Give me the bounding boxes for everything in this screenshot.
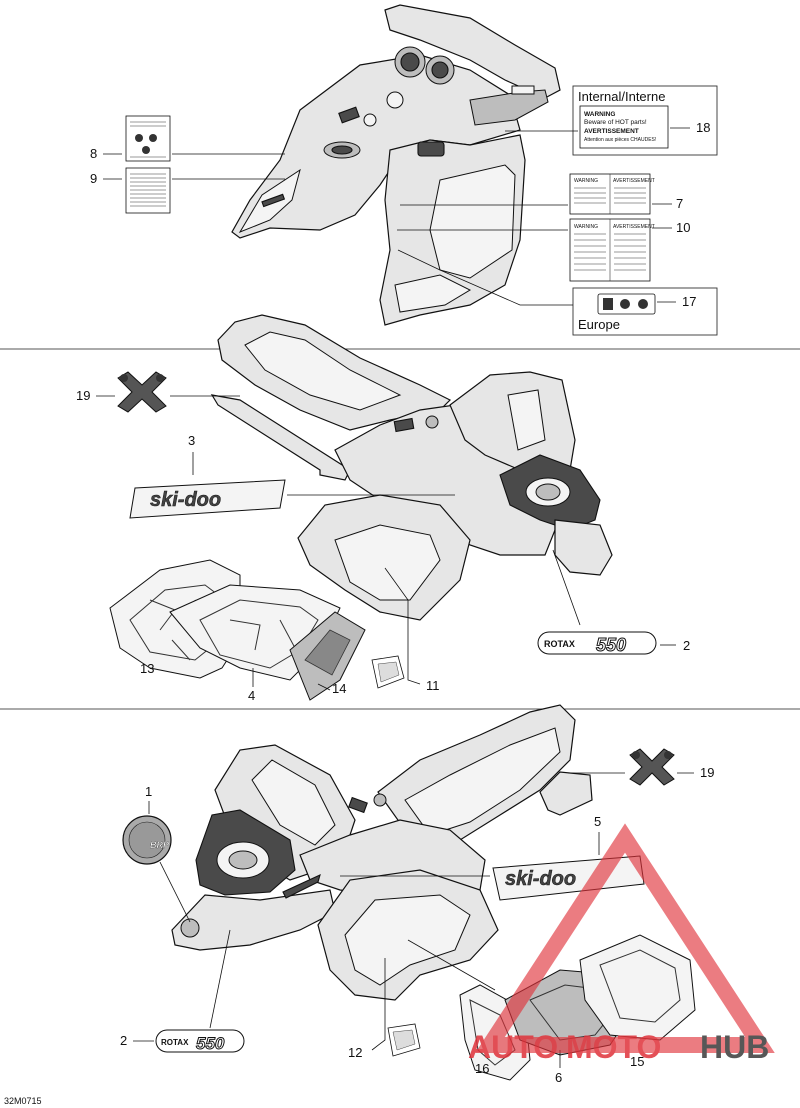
callout-11: 11 bbox=[426, 678, 440, 693]
callout-13: 13 bbox=[140, 661, 154, 676]
decal-19-mid bbox=[117, 371, 167, 413]
decal-10: WARNING AVERTISSEMENT bbox=[569, 218, 655, 282]
hood-assembly-top bbox=[231, 4, 561, 326]
callout-2-mid: 2 bbox=[683, 638, 690, 653]
callout-18: 18 bbox=[696, 120, 710, 135]
callout-15: 15 bbox=[630, 1054, 644, 1069]
callout-12: 12 bbox=[348, 1045, 362, 1060]
callout-10: 10 bbox=[676, 220, 690, 235]
decal-14 bbox=[289, 611, 366, 701]
decal-2-rotax-mid: ROTAX 550 bbox=[537, 631, 657, 656]
automotohub-watermark: AUTO MOTO HUB bbox=[468, 823, 775, 1065]
box-internal: Internal/Interne WARNING Beware of HOT p… bbox=[572, 85, 718, 156]
box-europe: Europe bbox=[572, 287, 718, 336]
callout-4: 4 bbox=[248, 688, 255, 703]
body-assembly-bottom bbox=[171, 704, 593, 1001]
callout-14: 14 bbox=[332, 681, 346, 696]
callout-3: 3 bbox=[188, 433, 195, 448]
decal-15 bbox=[579, 934, 696, 1041]
callout-7: 7 bbox=[676, 196, 683, 211]
callout-1: 1 bbox=[145, 784, 152, 799]
svg-text:HUB: HUB bbox=[700, 1029, 769, 1065]
svg-text:AUTO: AUTO bbox=[468, 1029, 558, 1065]
decal-5-skidoo: ski-doo bbox=[492, 855, 645, 901]
svg-text:ski-doo: ski-doo bbox=[505, 868, 576, 890]
svg-text:Attention aux pièces CHAUDES!: Attention aux pièces CHAUDES! bbox=[584, 137, 656, 143]
figure-code: 32M0715 bbox=[4, 1096, 42, 1106]
svg-text:ROTAX: ROTAX bbox=[161, 1038, 189, 1047]
svg-text:ROTAX: ROTAX bbox=[544, 639, 575, 649]
svg-text:Internal/Interne: Internal/Interne bbox=[578, 89, 665, 104]
decal-2-rotax-bottom: ROTAX 550 bbox=[155, 1029, 245, 1054]
decal-11 bbox=[371, 655, 405, 689]
body-assembly-middle bbox=[210, 314, 613, 621]
decal-9 bbox=[125, 167, 171, 214]
svg-text:WARNING: WARNING bbox=[584, 111, 615, 118]
svg-text:Europe: Europe bbox=[578, 317, 620, 332]
callout-16: 16 bbox=[475, 1061, 489, 1076]
svg-text:MOTO: MOTO bbox=[566, 1029, 661, 1065]
callout-5: 5 bbox=[594, 814, 601, 829]
callout-19-bottom: 19 bbox=[700, 765, 714, 780]
svg-text:WARNING: WARNING bbox=[574, 178, 598, 184]
callout-8: 8 bbox=[90, 146, 97, 161]
callout-9: 9 bbox=[90, 171, 97, 186]
decal-8 bbox=[125, 115, 171, 162]
decal-12 bbox=[387, 1023, 421, 1057]
decal-1-brp: BRP bbox=[122, 815, 172, 865]
callout-17: 17 bbox=[682, 294, 696, 309]
svg-text:AVERTISSEMENT: AVERTISSEMENT bbox=[613, 178, 655, 184]
callout-6: 6 bbox=[555, 1070, 562, 1085]
svg-text:AVERTISSEMENT: AVERTISSEMENT bbox=[584, 128, 639, 135]
callout-2-bottom: 2 bbox=[120, 1033, 127, 1048]
svg-text:550: 550 bbox=[596, 635, 626, 655]
decal-3-skidoo: ski-doo bbox=[129, 479, 286, 519]
svg-text:BRP: BRP bbox=[150, 840, 170, 850]
svg-text:ski-doo: ski-doo bbox=[150, 489, 221, 511]
callout-19-mid: 19 bbox=[76, 388, 90, 403]
svg-text:550: 550 bbox=[196, 1034, 225, 1053]
svg-text:AVERTISSEMENT: AVERTISSEMENT bbox=[613, 224, 655, 230]
svg-text:WARNING: WARNING bbox=[574, 224, 598, 230]
decal-19-bottom bbox=[629, 748, 675, 786]
decal-7: WARNING AVERTISSEMENT bbox=[569, 173, 655, 215]
svg-text:Beware of HOT parts!: Beware of HOT parts! bbox=[584, 119, 647, 126]
